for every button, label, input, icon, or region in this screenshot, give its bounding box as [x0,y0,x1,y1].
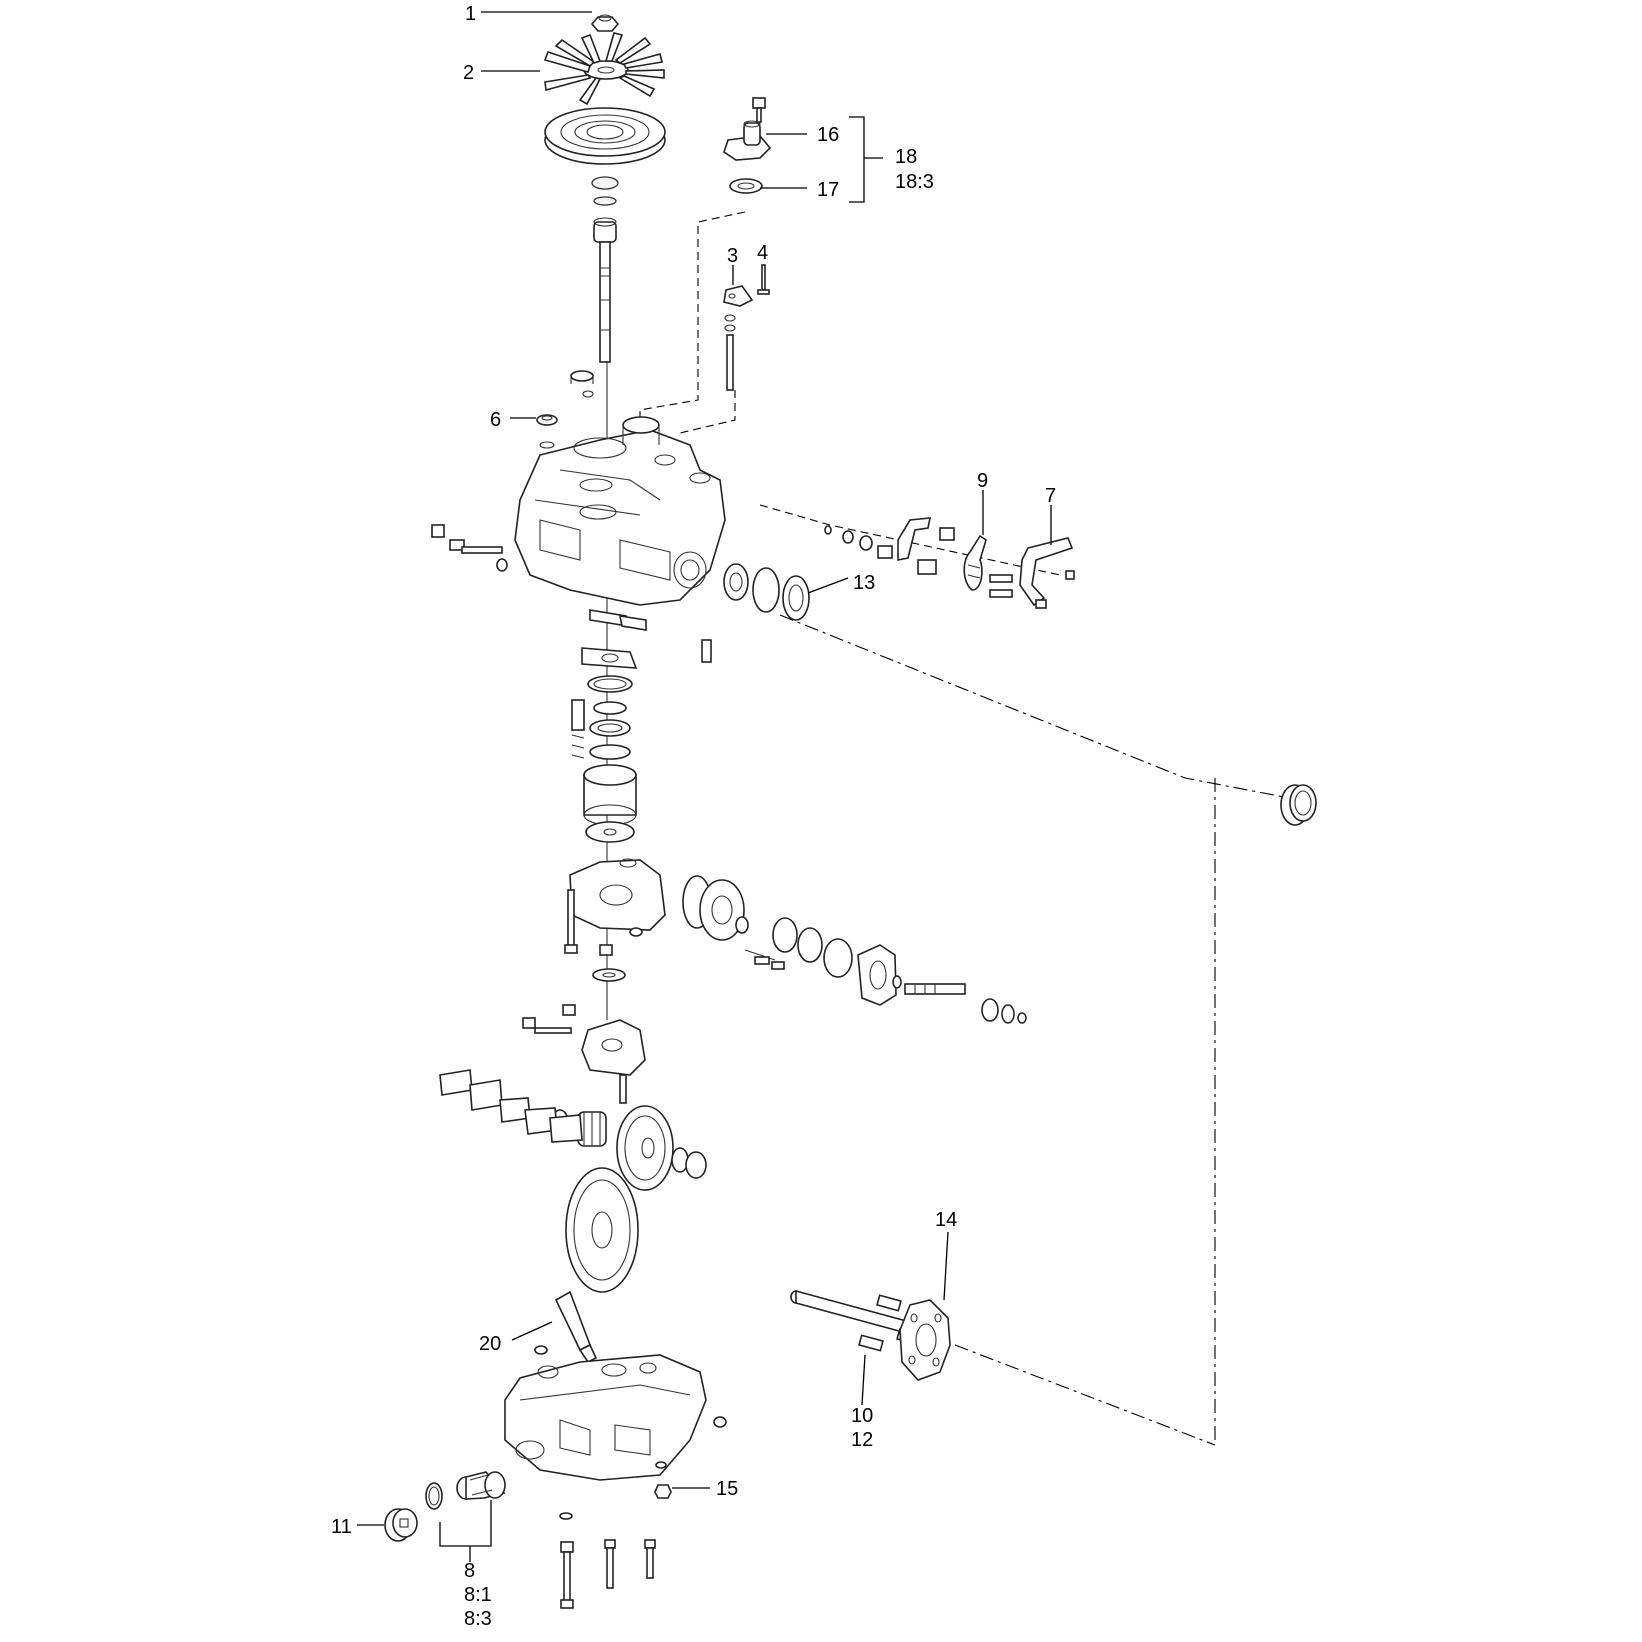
control-bracket-part [723,120,772,161]
pump-block-upper-part [571,609,712,843]
callout-7: 7 [1045,485,1056,507]
spring-part-9 [963,534,987,591]
lower-housing-part [504,1354,727,1481]
axle-cap-part [1280,784,1317,826]
wheel-hub-flange-part [899,1299,951,1381]
seal-part-13 [782,575,810,621]
callout-1: 1 [465,3,476,25]
leader-8-bracket [439,1500,492,1562]
axle-phantom-line [779,614,1301,801]
leader-10 [861,1354,866,1406]
upper-housing-part [514,416,726,606]
callout-15: 15 [716,1478,738,1500]
callout-18: 18 [895,146,917,168]
input-shaft-stack-part [591,176,619,363]
callout-12: 12 [851,1429,873,1451]
callout-14: 14 [935,1209,957,1231]
plug-part-6 [536,414,558,449]
differential-ring-gear-part [565,1167,639,1293]
callout-10: 10 [851,1405,873,1427]
side-shaft-dashed-guide [759,504,1061,576]
oil-filter-part [456,1471,506,1500]
control-arm-part [723,285,754,307]
axle-shaft-part [790,1289,911,1336]
callout-3: 3 [727,245,738,267]
leader-lines [357,11,1052,1562]
callout-8: 8 [464,1560,475,1582]
callout-20: 20 [479,1333,501,1355]
callout-9: 9 [977,470,988,492]
bolt-small-part [752,97,766,123]
leader-18-bracket [849,116,883,203]
callout-17: 17 [817,179,839,201]
small-hardware-part [562,944,626,1016]
shift-linkage-part [824,517,955,575]
center-section-part [564,858,666,954]
seal-washer-part [729,178,763,194]
sealant-tube-part [554,1290,598,1371]
small-cap-part [570,370,594,398]
leader-20 [511,1321,553,1341]
bearing-pair-part [671,1147,707,1179]
control-shaft-dashed-guide [679,390,736,434]
shaft-dashed-guide [639,211,746,445]
bearing-part [723,563,780,613]
left-shaft-part [431,524,508,572]
leader-13 [807,577,849,594]
callout-4: 4 [757,242,768,264]
axle-flange-phantom-line [954,1344,1216,1446]
callout-13: 13 [853,572,875,594]
motor-group-part [682,875,853,978]
end-cap-block-part [857,944,902,1006]
callout-16: 16 [817,124,839,146]
control-shaft-part [724,314,736,391]
lower-cover-part [522,1017,646,1104]
assembly-lines [606,211,1301,1446]
leader-14 [943,1231,949,1301]
output-shaft-part [904,983,1027,1024]
pin-part [757,264,770,295]
callout-11: 11 [331,1516,352,1538]
callout-18-3: 18:3 [895,171,934,193]
nut-part [590,14,620,32]
callout-8-3: 8:3 [464,1608,492,1630]
callout-6: 6 [490,409,501,431]
differential-carrier-part [439,1069,583,1143]
drain-plug-part-11 [384,1508,418,1542]
hardware-lower-part [534,1345,672,1609]
shift-lever-part-7 [989,537,1075,609]
callout-8-1: 8:1 [464,1584,492,1606]
o-ring-part [425,1482,443,1510]
intermediate-gear-part [616,1105,674,1191]
cooling-fan-part [543,32,665,106]
callout-labels: 1 2 16 18 18:3 17 3 4 6 9 7 13 14 10 12 … [331,3,1056,1630]
pulley-part [544,107,666,165]
callout-2: 2 [463,62,474,84]
